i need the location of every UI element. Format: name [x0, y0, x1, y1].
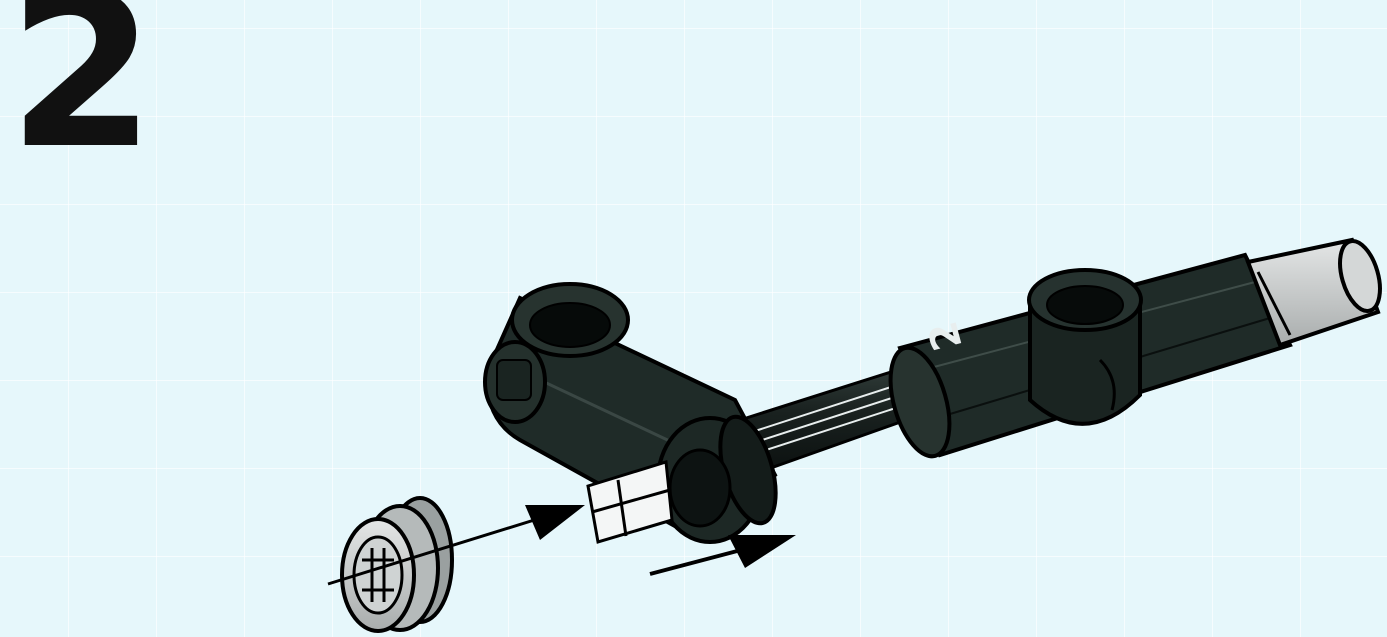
axle-pin-connector: 2 [880, 236, 1387, 463]
bush [342, 498, 452, 631]
cross-block [485, 284, 786, 542]
